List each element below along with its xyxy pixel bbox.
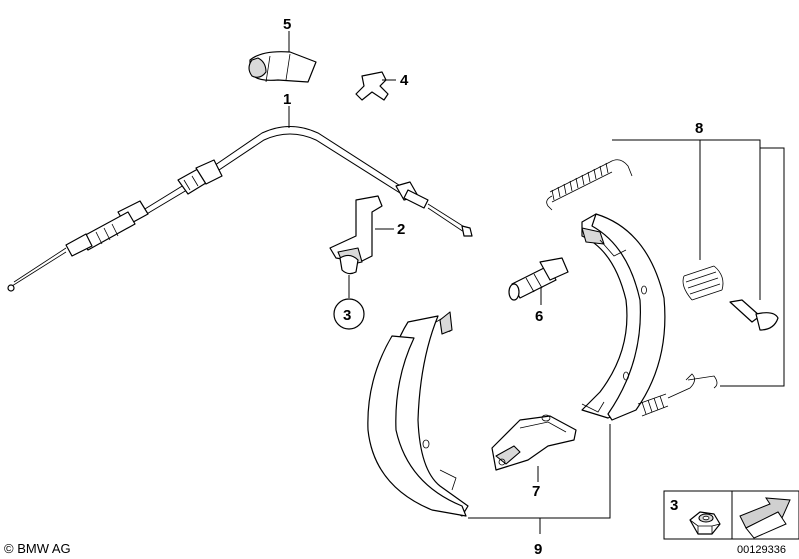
label-part-1: 1 (283, 91, 291, 108)
label-part-3: 3 (343, 307, 351, 324)
cable-clip (248, 31, 317, 83)
label-part-8: 8 (695, 120, 703, 137)
brake-lever (491, 414, 577, 482)
label-part-5: 5 (283, 16, 291, 33)
label-part-6: 6 (535, 308, 543, 325)
handbrake-cable (7, 106, 473, 292)
label-part-9: 9 (534, 541, 542, 558)
brake-shoe-left (367, 311, 469, 517)
bracket-clip (355, 71, 396, 101)
brake-shoe-right (581, 213, 666, 421)
part-3-marker (333, 298, 365, 330)
copyright-notice: © BMW AG (4, 541, 71, 556)
nut-icon (689, 511, 721, 535)
legend-box: 3 (663, 490, 799, 540)
cable-bracket (329, 195, 394, 298)
legend-part-number: 3 (670, 497, 678, 514)
label-part-7: 7 (532, 483, 540, 500)
label-part-2: 2 (397, 221, 405, 238)
label-part-4: 4 (400, 72, 409, 89)
image-number: 00129336 (737, 544, 786, 556)
brake-adjuster (508, 257, 569, 305)
part-9-leader (468, 424, 611, 519)
spring-kit (546, 139, 785, 417)
direction-arrow-icon (739, 497, 791, 539)
